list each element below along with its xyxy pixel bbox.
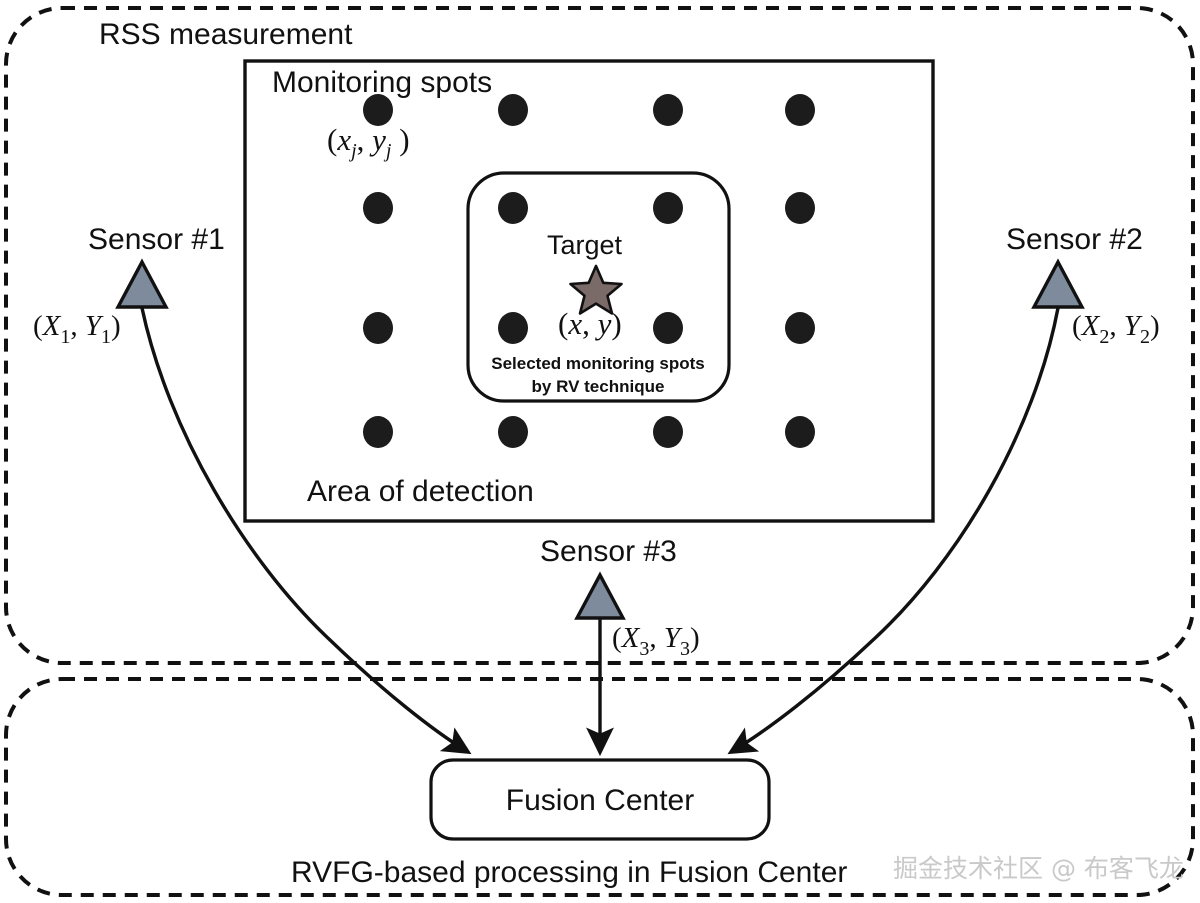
s2-x-sub: 2	[1099, 326, 1109, 348]
sensor-1-coord-label: (X1, Y1)	[33, 310, 121, 348]
rss-measurement-title: RSS measurement	[99, 18, 353, 51]
s2-comma: ,	[1109, 310, 1124, 342]
coord-open-paren: (	[327, 122, 337, 157]
monitoring-spot	[363, 416, 393, 448]
rss-measurement-region	[4, 6, 1195, 665]
s1-x: X	[42, 310, 62, 342]
coord-comma: ,	[357, 122, 373, 157]
svg-text:(xj, yj ): (xj, yj )	[327, 122, 410, 162]
fusion-center-label: Fusion Center	[506, 784, 694, 817]
sensor-2-label: Sensor #2	[1006, 223, 1143, 256]
s3-x-sub: 3	[639, 638, 649, 660]
watermark-text: 掘金技术社区 @ 布客飞龙	[893, 854, 1184, 883]
monitoring-spot	[785, 192, 815, 224]
monitoring-spot	[498, 94, 528, 126]
target-coord-close: )	[611, 306, 621, 341]
monitoring-spot	[363, 312, 393, 344]
sensor-3-label: Sensor #3	[540, 535, 677, 568]
s2-close: )	[1150, 310, 1160, 342]
s2-y-sub: 2	[1140, 326, 1150, 348]
s3-y: Y	[664, 622, 683, 654]
monitoring-spot-selected	[498, 192, 528, 224]
monitoring-spot	[363, 192, 393, 224]
sensor-2-to-fusion-arrow	[727, 307, 1060, 755]
monitoring-spot-selected	[498, 312, 528, 344]
monitoring-spot	[498, 416, 528, 448]
selected-spots-caption-line1: Selected monitoring spots	[491, 354, 704, 373]
fusion-processing-title: RVFG-based processing in Fusion Center	[291, 856, 847, 889]
s2-x: X	[1081, 310, 1101, 342]
s2-open: (	[1072, 310, 1082, 342]
monitoring-spot-selected	[653, 192, 683, 224]
monitoring-spot	[363, 94, 393, 126]
sensor-1-to-fusion-arrow	[140, 307, 472, 755]
monitoring-spot-coord-label: (xj, yj )	[327, 122, 410, 162]
monitoring-spot	[785, 94, 815, 126]
s1-y: Y	[85, 310, 104, 342]
target-star-icon	[569, 264, 623, 315]
s1-y-sub: 1	[101, 326, 111, 348]
sensor-1-triangle-icon	[115, 258, 169, 309]
sensor-2-coord-label: (X2, Y2)	[1072, 310, 1160, 348]
s1-x-sub: 1	[60, 326, 70, 348]
monitoring-spot	[653, 416, 683, 448]
coord-close-paren: )	[391, 122, 409, 157]
area-of-detection-label: Area of detection	[307, 475, 534, 508]
s3-x: X	[621, 622, 641, 654]
monitoring-spot-selected	[653, 312, 683, 344]
s3-y-sub: 3	[680, 638, 690, 660]
target-coord-comma: ,	[582, 306, 598, 341]
s1-comma: ,	[70, 310, 85, 342]
sensor-2-triangle-icon	[1031, 258, 1085, 309]
s1-close: )	[111, 310, 121, 342]
selected-spots-caption-line2: by RV technique	[532, 377, 665, 396]
monitoring-spot-grid	[363, 94, 815, 448]
coord-y: y	[369, 122, 386, 157]
s3-comma: ,	[649, 622, 664, 654]
s1-open: (	[33, 310, 43, 342]
target-coord-open: (	[558, 306, 568, 341]
monitoring-spot	[785, 416, 815, 448]
monitoring-spot	[785, 312, 815, 344]
target-coord-y: y	[595, 306, 612, 341]
s3-open: (	[612, 622, 622, 654]
fusion-center-box[interactable]	[429, 758, 771, 841]
area-of-detection-box	[243, 59, 935, 523]
s3-close: )	[690, 622, 700, 654]
target-coord-label: (x, y)	[558, 306, 622, 341]
target-label: Target	[547, 230, 623, 260]
monitoring-spots-label: Monitoring spots	[272, 66, 492, 99]
sensor-3-coord-label: (X3, Y3)	[612, 622, 700, 660]
sensor-3-triangle-icon	[574, 571, 626, 620]
coord-y-sub: j	[383, 140, 392, 162]
monitoring-spot	[653, 94, 683, 126]
s2-y: Y	[1124, 310, 1143, 342]
selected-spots-box	[466, 171, 731, 403]
coord-x: x	[336, 122, 351, 157]
sensor-1-label: Sensor #1	[88, 223, 225, 256]
target-coord-x: x	[567, 306, 582, 341]
coord-x-sub: j	[348, 140, 357, 162]
